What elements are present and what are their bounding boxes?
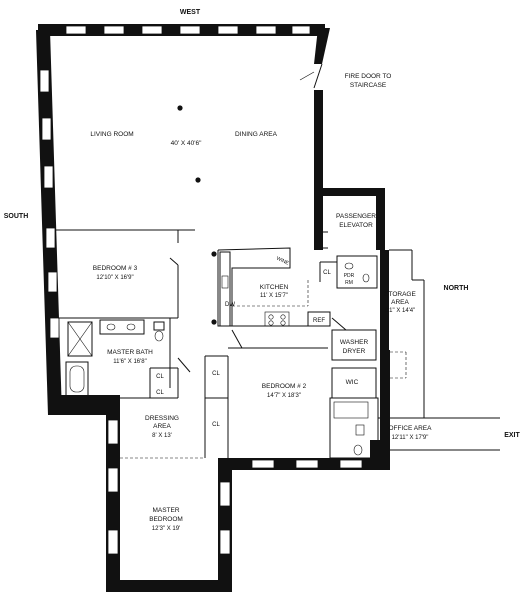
dressing-label: DRESSING — [145, 415, 179, 422]
closet-label-elevator: CL — [323, 270, 331, 276]
living-room-dims: 40' X 40'6" — [171, 140, 203, 147]
bedroom2-dims: 14'7" X 18'3" — [267, 393, 301, 399]
elevator-label-2: ELEVATOR — [339, 222, 373, 229]
fire-door-label: FIRE DOOR TO — [345, 73, 392, 80]
kitchen-label: KITCHEN — [260, 284, 289, 291]
wine-label: WINE — [275, 256, 290, 267]
master-bath-fixtures — [65, 262, 370, 397]
closet-label-bath: CL — [156, 374, 164, 380]
closet-label-hall: CL — [212, 371, 220, 377]
windows — [39, 25, 363, 555]
compass-north: NORTH — [444, 285, 469, 292]
kitchen-dims: 11' X 15'7" — [260, 293, 288, 299]
storage-dims: 6'1" X 14'4" — [385, 308, 416, 314]
master-bedroom-label: MASTER — [152, 507, 179, 514]
bedroom3-label: BEDROOM # 3 — [93, 265, 138, 272]
washer-label: WASHER — [340, 339, 369, 346]
elevator-label: PASSENGER — [336, 213, 376, 220]
bedroom3-dims: 12'10" X 16'9" — [96, 275, 133, 281]
fire-door-label-2: STAIRCASE — [350, 82, 387, 89]
closet-label-dressing: CL — [156, 390, 164, 396]
storage-label-2: AREA — [391, 299, 409, 306]
dining-area-label: DINING AREA — [235, 131, 278, 138]
washer-label-2: DRYER — [343, 348, 366, 355]
master-bedroom-dims: 12'3" X 19' — [152, 526, 180, 532]
master-bedroom-label-2: BEDROOM — [149, 516, 183, 523]
compass-west: WEST — [180, 9, 201, 16]
dressing-dims: 8' X 13' — [152, 433, 172, 439]
columns — [177, 105, 217, 325]
ref-label: REF — [313, 318, 325, 324]
compass-south: SOUTH — [4, 213, 29, 220]
office-dims: 12'11" X 17'9" — [392, 435, 429, 441]
closet-label-bed2: CL — [212, 422, 220, 428]
exit-label: EXIT — [504, 432, 520, 439]
office-label: OFFICE AREA — [389, 425, 433, 432]
wic-label: WIC — [346, 379, 359, 386]
master-bath-dims: 11'6" X 16'8" — [113, 359, 146, 365]
master-bath-label: MASTER BATH — [107, 349, 153, 356]
storage-label: STORAGE — [384, 291, 416, 298]
exterior-walls — [36, 24, 390, 592]
pdr-label: PDR — [344, 273, 355, 279]
bedroom2-label: BEDROOM # 2 — [262, 383, 307, 390]
living-room-label: LIVING ROOM — [90, 131, 133, 138]
dressing-label-2: AREA — [153, 423, 171, 430]
interior-walls — [56, 63, 500, 459]
pdr-label-2: RM — [345, 280, 353, 286]
dw-label: DW — [225, 302, 235, 308]
